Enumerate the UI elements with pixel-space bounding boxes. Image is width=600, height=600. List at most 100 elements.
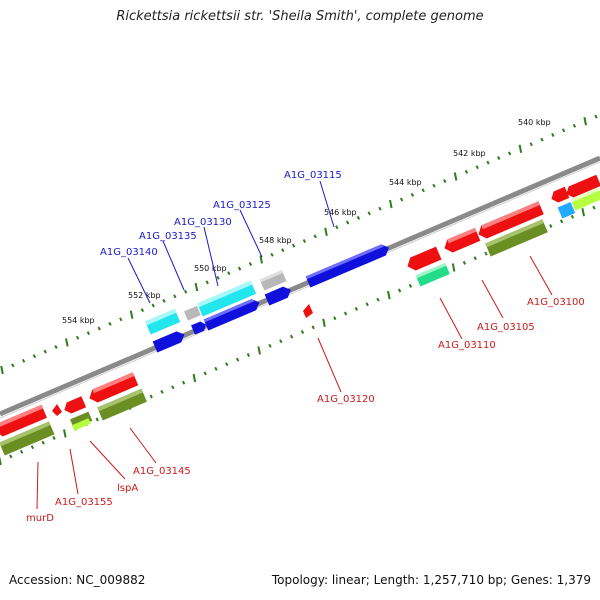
cds-gray-548 [259,270,287,291]
lower-tick-27 [289,334,294,339]
lower-tick-33 [354,306,359,311]
cds-a1g-03125 [197,280,257,317]
lower-tick-22 [235,357,240,362]
lower-tick-37 [397,288,402,293]
lower-tick-4 [41,440,45,445]
lower-tick-23 [246,353,251,357]
cds-a1g-03135 [184,305,201,321]
upper-tick-2 [21,358,26,363]
forward-strand-features [145,187,600,353]
cds-blue-550 [191,321,206,335]
scale-label-544: 544 kbp [389,178,422,187]
upper-tick-45 [486,160,490,165]
scale-label-546: 546 kbp [324,208,357,217]
forward-label-leaders [127,180,335,304]
upper-tick-26 [281,248,285,253]
upper-tick-0 [0,365,4,375]
upper-tick-31 [335,225,339,230]
lower-tick-35 [376,297,380,302]
lower-tick-16 [171,385,175,390]
upper-tick-24 [259,255,263,264]
upper-tick-15 [162,298,166,303]
upper-tick-23 [248,262,253,266]
upper-tick-38 [410,192,415,197]
upper-tick-8 [86,331,91,336]
upper-tick-40 [432,183,436,188]
upper-tick-9 [97,326,101,331]
genome-summary-text: Topology: linear; Length: 1,257,710 bp; … [271,573,591,587]
lower-tick-54 [581,208,585,217]
lower-tick-52 [559,219,564,224]
upper-tick-18 [194,282,199,292]
lower-tick-30 [322,318,326,327]
upper-tick-12 [129,310,134,319]
lower-tick-53 [570,214,575,219]
upper-tick-32 [345,220,350,225]
gene-label-a1g-03125: A1G_03125 [213,200,271,211]
lower-tick-44 [473,256,477,261]
cds-olive-murd [0,421,55,456]
upper-tick-13 [140,308,145,313]
scale-label-554: 554 kbp [62,316,95,325]
gene-label-a1g-03140: A1G_03140 [100,247,158,258]
lower-tick-5 [52,436,56,440]
upper-tick-49 [529,142,533,147]
upper-tick-53 [572,123,577,128]
upper-tick-28 [302,239,307,243]
lower-tick-1 [9,454,13,459]
lower-tick-31 [333,316,337,321]
gene-label-a1g-03105: A1G_03105 [477,322,535,333]
scale-ticks-upper [0,114,598,375]
cds-green-03110 [415,262,450,287]
lower-tick-25 [268,343,272,348]
reverse-strand-features [0,174,600,456]
upper-tick-29 [313,234,317,239]
upper-tick-47 [507,151,512,156]
lower-tick-15 [160,389,164,394]
upper-tick-19 [205,280,209,285]
lower-tick-55 [592,205,596,210]
lower-tick-28 [300,330,305,334]
cds-olive-03145 [97,388,147,421]
upper-tick-10 [108,321,112,326]
lower-tick-45 [484,251,488,256]
upper-tick-17 [183,289,188,294]
scale-labels: 540 kbp 542 kbp 544 kbp 546 kbp 548 kbp … [62,118,551,325]
lower-tick-19 [203,371,207,376]
cds-a1g-03105 [444,227,481,253]
upper-tick-41 [443,179,447,184]
upper-tick-6 [65,338,69,347]
reverse-label-leaders [36,255,553,510]
accession-text: Accession: NC_009882 [9,573,146,587]
scale-label-552: 552 kbp [128,291,161,300]
genome-backbone-highlight [0,161,600,419]
cds-a1g-03115 [305,244,390,288]
gene-label-a1g-03110: A1G_03110 [438,340,496,351]
reverse-gene-labels: A1G_03100 A1G_03105 A1G_03110 A1G_03120 … [26,297,585,524]
upper-tick-34 [367,211,371,216]
lower-tick-29 [311,325,315,330]
upper-tick-39 [421,188,425,193]
upper-tick-46 [497,156,501,160]
cds-a1g-03120 [303,304,313,318]
upper-tick-20 [216,275,220,280]
upper-tick-3 [32,354,37,359]
forward-gene-labels: A1G_03115 A1G_03125 A1G_03130 A1G_03135 … [100,170,342,258]
upper-tick-14 [151,303,155,308]
lower-tick-14 [149,394,153,399]
upper-tick-4 [43,349,47,354]
lower-tick-0 [0,456,2,466]
upper-tick-11 [119,317,123,322]
upper-tick-27 [291,243,296,248]
lower-tick-21 [225,362,229,367]
upper-tick-7 [75,335,80,340]
cds-a1g-03100 [478,201,544,239]
upper-tick-22 [237,266,242,271]
cds-a1g-03155 [52,404,62,416]
cds-blue-552 [152,331,185,353]
upper-tick-5 [54,345,58,349]
cds-red-540 [551,186,570,203]
lower-tick-38 [408,283,413,288]
